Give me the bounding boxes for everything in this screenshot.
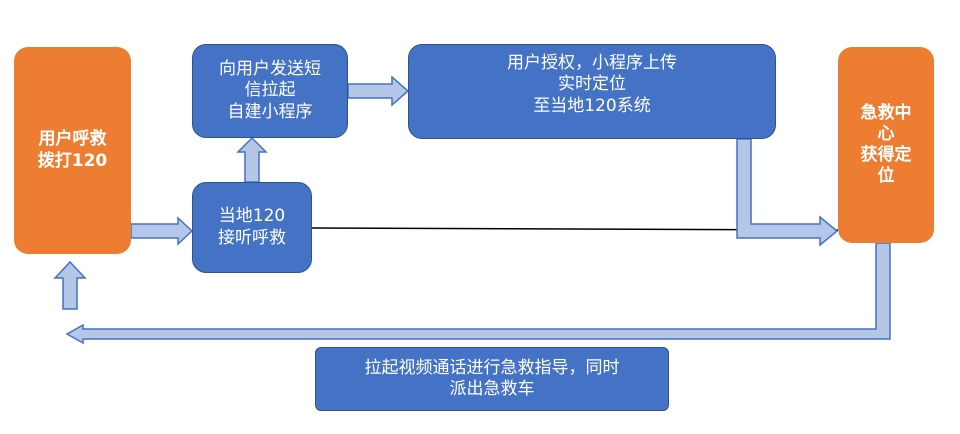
node-send-sms: 向用户发送短 信拉起 自建小程序 [192,44,348,138]
node-local-answer-label: 当地120 接听呼救 [218,206,286,248]
node-send-sms-label: 向用户发送短 信拉起 自建小程序 [219,59,321,122]
node-center-label: 急救中 心 获得定 位 [860,102,912,187]
arrow-up-to-user [53,260,87,310]
arrow-sms-to-authorize [347,75,410,107]
node-guidance-label: 拉起视频通话进行急救指导，同时 派出急救车 [364,357,620,399]
arrow-local-to-sms [236,136,268,183]
arrow-center-to-user [65,242,891,345]
node-user-call: 用户呼救 拨打120 [14,47,131,254]
node-guidance: 拉起视频通话进行急救指导，同时 派出急救车 [315,347,669,411]
node-user-call-label: 用户呼救 拨打120 [37,129,108,171]
node-center: 急救中 心 获得定 位 [838,47,934,243]
node-authorize: 用户授权，小程序上传 实时定位 至当地120系统 [408,44,776,139]
node-authorize-label: 用户授权，小程序上传 实时定位 至当地120系统 [507,53,677,116]
node-local-answer: 当地120 接听呼救 [192,182,312,273]
arrow-user-to-local [130,216,194,246]
arrow-authorize-to-center [736,138,839,247]
